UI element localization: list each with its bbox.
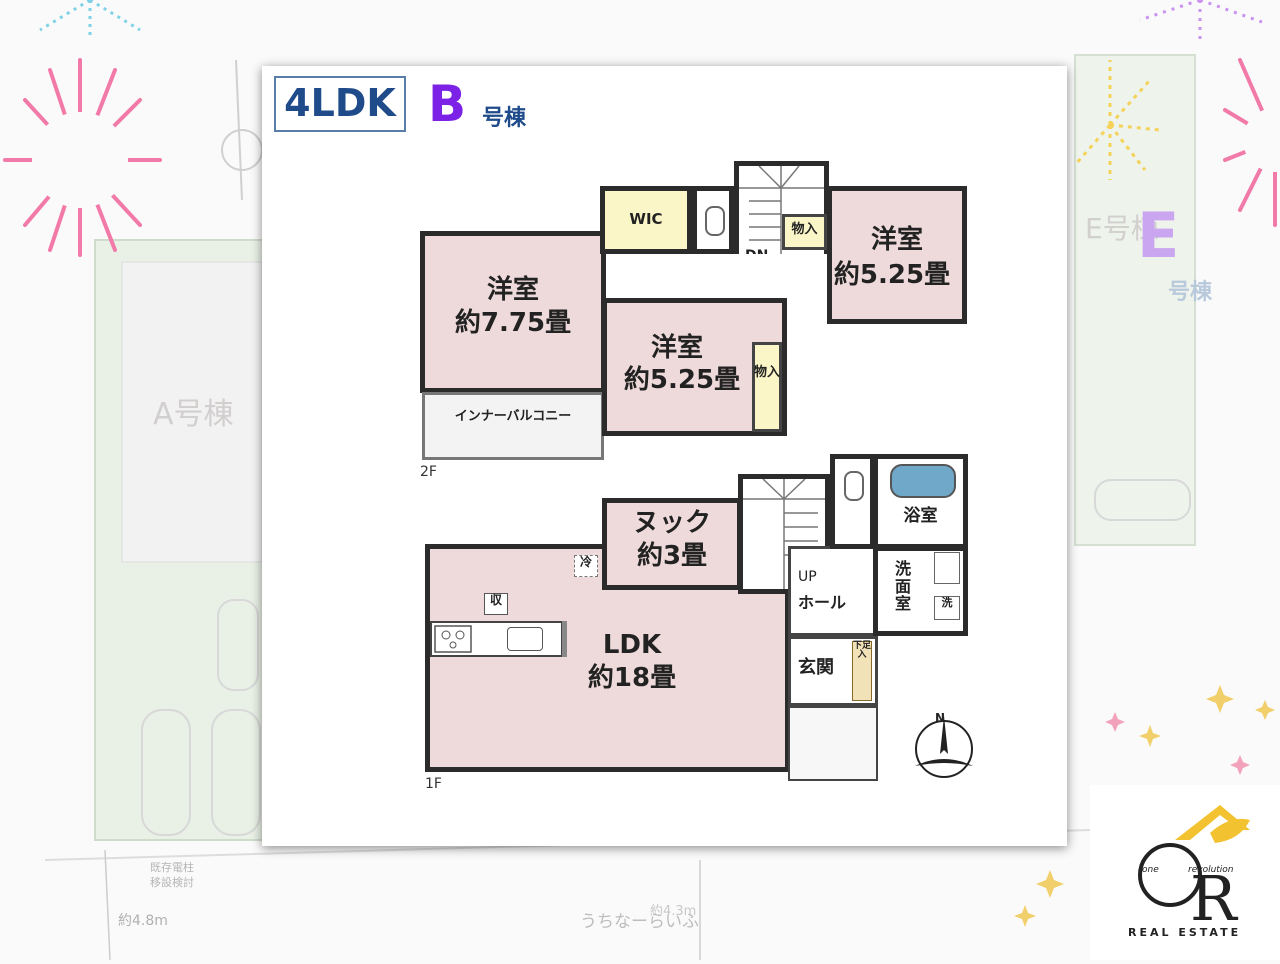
toilet-2f [692, 186, 734, 254]
toilet-1f [830, 454, 875, 549]
toilet-2f-icon [705, 206, 725, 236]
e-building-letter: E [1137, 199, 1180, 272]
sparkle-pink-icons [1105, 712, 1250, 775]
room-ldk-size: 約18畳 [587, 663, 677, 693]
room-western-right-size: 約5.25畳 [833, 260, 951, 290]
logo-company: REAL ESTATE [1128, 926, 1242, 939]
hall-1f-label: ホール [798, 593, 847, 612]
floor-1f-label: 1F [425, 776, 442, 792]
room-western-mid-name: 洋室 [650, 333, 703, 363]
north-compass-icon [915, 716, 973, 778]
vanity-icon [934, 552, 960, 584]
room-entrance-label: 玄関 [798, 657, 834, 678]
a-building-label: A号棟 [153, 397, 234, 432]
room-washroom-label: 洗面室 [894, 559, 911, 614]
house-a-footprint [121, 261, 263, 563]
bathtub-icon [890, 464, 956, 498]
type-badge-box: 4LDK [274, 76, 406, 132]
stairs-1f-steps-icon [743, 479, 825, 589]
hall-up-label: UP [798, 569, 817, 585]
inner-balcony [422, 392, 604, 460]
svg-text:R: R [1190, 862, 1239, 935]
logo-tagline-left: one [1142, 865, 1159, 875]
floor-2f-label: 2F [420, 464, 437, 480]
cooktop-icon [434, 625, 472, 653]
storage-2f-b [752, 342, 782, 432]
room-western-large-name: 洋室 [486, 275, 539, 305]
company-logo: R one revolution REAL ESTATE [1090, 785, 1280, 960]
watermark: うちなーらいふ [580, 912, 699, 932]
storage-2f-a [782, 214, 827, 250]
counter-edge [562, 621, 567, 657]
e-building-label: E号棟 [1085, 212, 1159, 245]
room-western-mid-size: 約5.25畳 [623, 365, 741, 395]
firework-violet-icon [1139, 0, 1263, 40]
room-bath-label: 浴室 [903, 506, 938, 526]
type-badge: 4LDK [284, 81, 396, 125]
distance-left: 約4.8m [118, 913, 168, 929]
room-western-right [827, 186, 967, 324]
entrance-porch [788, 706, 878, 781]
room-western-large [420, 231, 606, 393]
building-letter: B [428, 75, 467, 133]
storage-2f-a-label: 物入 [791, 222, 818, 237]
sparkle-icons [1014, 685, 1275, 927]
building-suffix: 号棟 [482, 106, 527, 131]
room-wic [600, 186, 692, 254]
toilet-1f-icon [844, 471, 864, 501]
e-building-suffix: 号棟 [1168, 280, 1213, 305]
parking-cars [141, 479, 1191, 836]
firework-cyan-icon [39, 0, 141, 38]
site-compass-icon [221, 59, 263, 201]
room-western-large-size: 約7.75畳 [454, 308, 572, 338]
inner-balcony-label: インナーバルコニー [454, 409, 572, 424]
washer-mark: 洗 [934, 596, 960, 620]
room-nook-name: ヌック [632, 508, 711, 538]
logo-mark-icon: R [1138, 805, 1250, 935]
lot-e [1074, 54, 1196, 546]
storage-2f-b-label: 物入 [753, 365, 780, 380]
room-nook-size: 約3畳 [636, 541, 708, 571]
fridge-mark: 冷 [574, 555, 598, 577]
hall-2f [667, 254, 827, 299]
floor-plan-card: 4LDK B 号棟 洋室 約7.75畳 インナーバルコニー WIC DN 物入 … [262, 66, 1067, 846]
room-ldk-name: LDK [602, 630, 662, 660]
room-western-right-name: 洋室 [870, 225, 923, 255]
pole-note-1: 既存電柱 [150, 861, 194, 874]
compass-n-label: N [935, 711, 946, 725]
logo-tagline-right: revolution [1188, 865, 1234, 875]
sink-icon [507, 627, 543, 651]
firework-gold-icon [1073, 60, 1161, 180]
distance-mid: 約4.3m [650, 904, 697, 919]
shoebox: 下足入 [852, 641, 872, 701]
hall-1f [788, 546, 878, 636]
room-wic-label: WIC [629, 210, 663, 228]
pole-note-2: 移設検討 [150, 876, 194, 889]
storage-mark: 収 [484, 593, 508, 615]
room-washroom [873, 546, 968, 636]
